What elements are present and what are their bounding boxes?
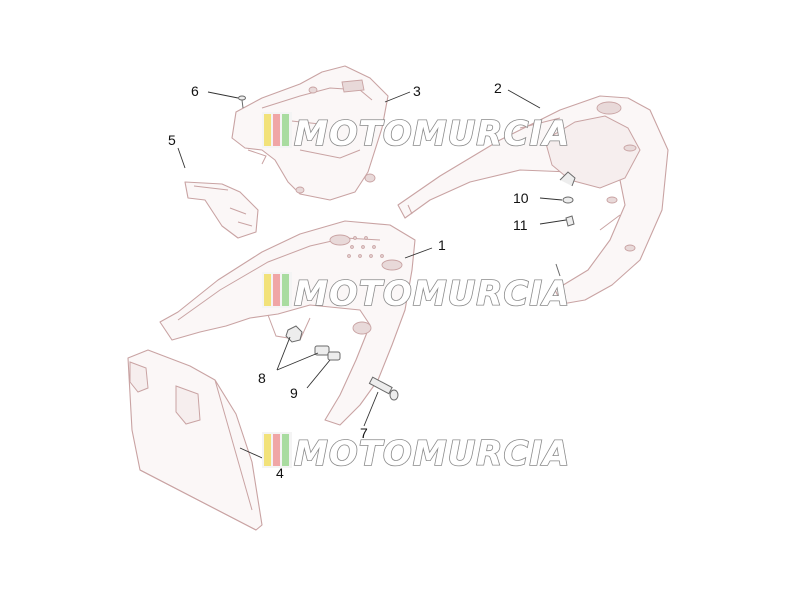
watermark-text: MOTOMURCIA (294, 114, 570, 154)
callout-5: 5 (168, 132, 176, 148)
watermark-top: MOTOMURCIA (262, 112, 570, 155)
nut-8 (285, 325, 303, 343)
screw-2-lower (555, 263, 561, 277)
bolt-7 (368, 376, 399, 401)
watermark-text: MOTOMURCIA (294, 274, 570, 314)
bracket-2 (559, 171, 576, 187)
callout-10: 10 (513, 190, 529, 206)
callout-labels: 6 3 2 5 1 10 11 8 9 7 4 (168, 80, 529, 481)
part-4-mudflap (127, 349, 263, 531)
part-5-handle (184, 181, 259, 239)
part-3-cover (231, 65, 389, 201)
callout-11: 11 (513, 217, 528, 233)
watermark-bottom: MOTOMURCIA (262, 432, 570, 475)
callout-3: 3 (413, 83, 421, 99)
carrier-hole-grid (347, 236, 384, 258)
callout-4: 4 (276, 465, 284, 481)
part-1-carrier (159, 220, 416, 426)
callout-9: 9 (290, 385, 298, 401)
leader-lines (177, 89, 567, 467)
callout-8: 8 (258, 370, 266, 386)
bushing-9 (314, 345, 341, 361)
callout-6: 6 (191, 83, 199, 99)
screw-11 (565, 215, 575, 227)
washer-10 (562, 196, 574, 204)
screw-6 (238, 95, 246, 109)
watermark-middle: MOTOMURCIA (262, 272, 570, 315)
part-2-side-cover (397, 95, 669, 305)
watermark-text: MOTOMURCIA (294, 434, 570, 474)
callout-2: 2 (494, 80, 502, 96)
callout-7: 7 (360, 425, 368, 441)
callout-1: 1 (438, 237, 446, 253)
